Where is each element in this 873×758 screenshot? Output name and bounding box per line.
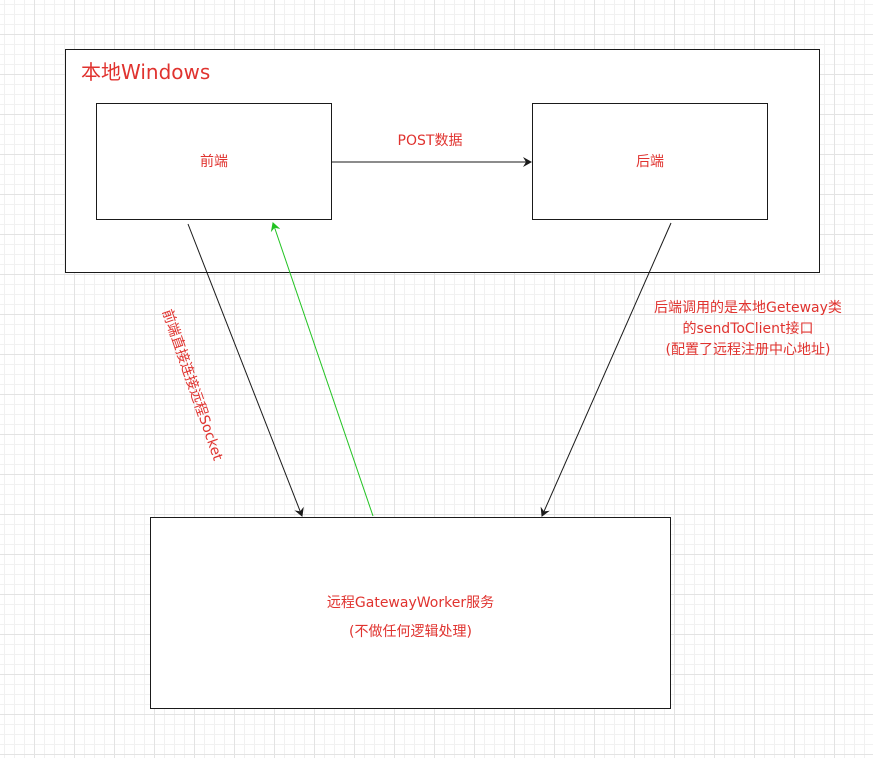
post-edge-label: POST数据 (397, 133, 463, 149)
backend-node[interactable]: 后端 (532, 103, 768, 220)
backend-call-edge-label: 后端调用的是本地Geteway类 的sendToClient接口 (配置了远程注… (628, 298, 868, 361)
remote-gateway-note: (不做任何逻辑处理) (349, 624, 472, 640)
backend-call-line-2: 的sendToClient接口 (682, 321, 814, 337)
backend-call-line-1: 后端调用的是本地Geteway类 (654, 300, 842, 316)
frontend-node[interactable]: 前端 (96, 103, 332, 220)
frontend-socket-edge-label: 前端直接连接远程Socket (158, 307, 226, 463)
remote-gateway-title: 远程GatewayWorker服务 (326, 595, 495, 611)
backend-call-line-3: (配置了远程注册中心地址) (665, 342, 831, 358)
backend-label: 后端 (636, 154, 664, 170)
frontend-label: 前端 (200, 154, 228, 170)
remote-gateway-node[interactable]: 远程GatewayWorker服务 (不做任何逻辑处理) (150, 517, 671, 709)
container-title: 本地Windows (81, 60, 211, 84)
